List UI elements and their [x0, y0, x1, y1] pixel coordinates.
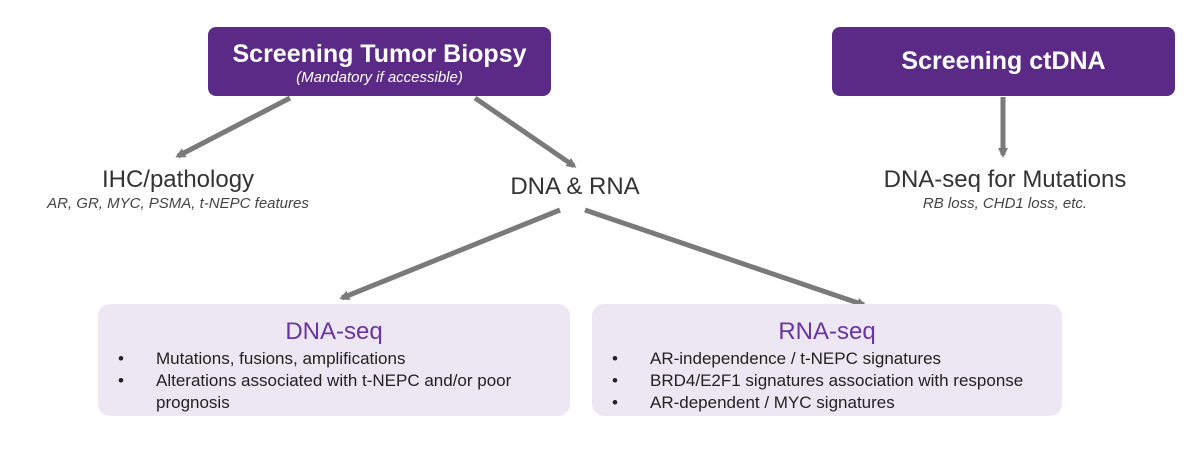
dna-seq-heading: DNA-seq: [285, 318, 383, 345]
list-item-text: BRD4/E2F1 signatures association with re…: [650, 371, 1024, 390]
bullet: •: [118, 371, 124, 390]
list-item: • AR-dependent / MYC signatures: [612, 392, 1042, 414]
screening-tumor-biopsy-subtitle: (Mandatory if accessible): [296, 69, 463, 86]
bullet: •: [612, 371, 618, 390]
ihc-pathology-title: IHC/pathology: [101, 166, 255, 193]
dna-seq-mutations-title: DNA-seq for Mutations: [883, 166, 1127, 193]
dna-rna-node: DNA & RNA: [470, 173, 680, 201]
ihc-pathology-description: AR, GR, MYC, PSMA, t-NEPC features: [47, 195, 309, 212]
rna-seq-heading: RNA-seq: [778, 318, 876, 345]
rna-seq-list: • AR-independence / t-NEPC signatures • BR…: [612, 348, 1042, 414]
arrow-dna-rna-to-dna-seq: [339, 207, 561, 301]
list-item: • Mutations, fusions, amplifications: [118, 348, 550, 370]
dna-rna-title: DNA & RNA: [510, 173, 640, 200]
rna-seq-box: RNA-seq • AR-independence / t-NEPC signat…: [592, 304, 1062, 416]
list-item-text: AR-independence / t-NEPC signatures: [650, 349, 942, 368]
dna-seq-mutations-node: DNA-seq for Mutations RB loss, CHD1 loss…: [855, 166, 1155, 214]
arrow-biopsy-to-ihc: [175, 95, 292, 159]
list-item: • AR-independence / t-NEPC signatures: [612, 348, 1042, 370]
dna-seq-box: DNA-seq • Mutations, fusions, amplificati…: [98, 304, 570, 416]
bullet: •: [612, 393, 618, 412]
screening-tumor-biopsy-title: Screening Tumor Biopsy: [232, 40, 527, 68]
list-item: • BRD4/E2F1 signatures association with r…: [612, 370, 1042, 392]
arrow-biopsy-to-dna-rna: [473, 95, 577, 169]
dna-seq-mutations-description: RB loss, CHD1 loss, etc.: [922, 195, 1088, 212]
dna-seq-list: • Mutations, fusions, amplifications • Alt…: [118, 348, 550, 414]
screening-ctdna-title: Screening ctDNA: [901, 47, 1106, 75]
bullet: •: [612, 349, 618, 368]
list-item-text: Alterations associated with t-NEPC and/o…: [156, 371, 512, 412]
arrow-dna-rna-to-rna-seq: [584, 207, 867, 308]
list-item-text: AR-dependent / MYC signatures: [650, 393, 895, 412]
list-item-text: Mutations, fusions, amplifications: [156, 349, 406, 368]
bullet: •: [118, 349, 124, 368]
screening-ctdna-box: Screening ctDNA: [832, 27, 1175, 96]
list-item: • Alterations associated with t-NEPC and/…: [118, 370, 550, 414]
ihc-pathology-node: IHC/pathology AR, GR, MYC, PSMA, t-NEPC …: [28, 166, 328, 214]
screening-tumor-biopsy-box: Screening Tumor Biopsy (Mandatory if acc…: [208, 27, 551, 96]
